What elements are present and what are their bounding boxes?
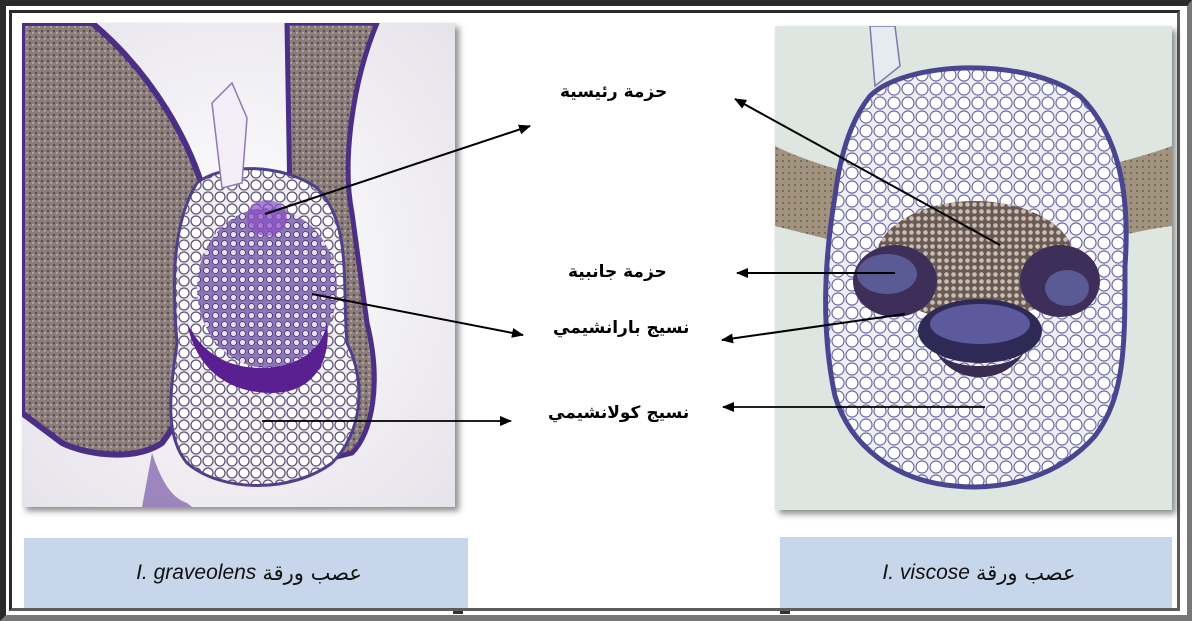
lateral-bundle-label: حزمة جانبية [568, 262, 667, 282]
viscose-species-name: I. viscose [882, 561, 970, 585]
viscose-micrograph [775, 26, 1172, 510]
parenchyma-label: نسيج بارانشيمي [553, 318, 689, 338]
viscose-caption-prefix: عصب ورقة [976, 561, 1076, 585]
viscose-caption: I. viscose عصب ورقة [780, 537, 1172, 608]
main-bundle-label: حزمة رئيسية [560, 82, 667, 102]
graveolens-caption-prefix: عصب ورقة [262, 561, 362, 585]
graveolens-section-drawing [22, 23, 455, 507]
bottom-tick-right [780, 611, 790, 614]
graveolens-caption: I. graveolens عصب ورقة [24, 538, 468, 608]
graveolens-micrograph [22, 23, 455, 507]
collenchyma-label: نسيج كولانشيمي [548, 403, 689, 423]
graveolens-species-name: I. graveolens [136, 561, 256, 585]
bottom-tick-left [453, 611, 463, 614]
viscose-section-drawing [775, 26, 1172, 510]
